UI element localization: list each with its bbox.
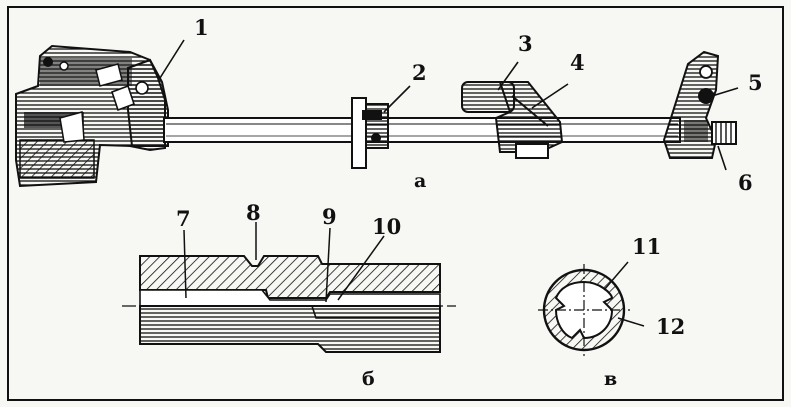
callout-10: 10 <box>372 214 402 239</box>
callout-3: 3 <box>518 31 533 56</box>
barrel-clamp <box>351 97 389 169</box>
gas-chamber <box>461 81 564 159</box>
view-b-chamber-section <box>122 222 456 353</box>
view-a-leader-lines <box>159 39 739 171</box>
callout-9: 9 <box>322 204 337 229</box>
callout-4: 4 <box>570 50 585 75</box>
view-c-leader-lines <box>603 261 645 327</box>
callout-8: 8 <box>246 200 261 225</box>
view-label-c: в <box>604 368 618 390</box>
callout-2: 2 <box>412 60 427 85</box>
callout-1: 1 <box>194 15 209 40</box>
rear-sight-base <box>110 58 169 147</box>
callout-6: 6 <box>738 170 753 195</box>
muzzle-thread <box>711 121 737 145</box>
barrel-tube <box>163 117 681 143</box>
callout-7: 7 <box>176 206 191 231</box>
callout-12: 12 <box>656 314 686 339</box>
figure-frame <box>7 6 784 401</box>
view-a-barrel-assembly <box>15 39 739 188</box>
callout-5: 5 <box>748 70 763 95</box>
section-lower-body <box>139 305 441 353</box>
view-c-bore-cross-section <box>538 261 645 356</box>
front-sight <box>662 50 720 159</box>
view-label-a: а <box>414 170 427 192</box>
view-label-b: б <box>362 368 375 390</box>
section-upper-wall <box>139 255 441 299</box>
callout-11: 11 <box>632 234 662 259</box>
view-b-leader-lines <box>183 222 385 303</box>
